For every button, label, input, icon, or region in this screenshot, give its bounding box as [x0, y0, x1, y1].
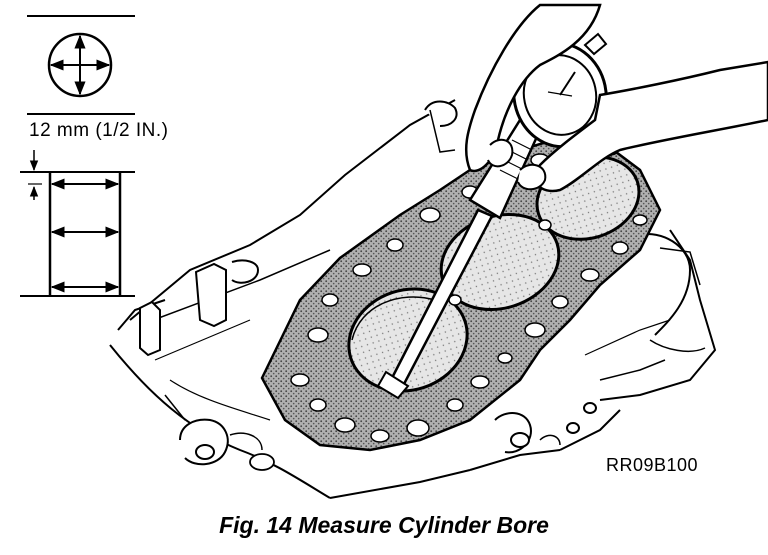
- hand: [464, 3, 768, 193]
- measurement-label: 12 mm (1/2 IN.): [29, 120, 169, 141]
- bore-side-view-inset: [20, 150, 135, 297]
- reference-code: RR09B100: [606, 455, 699, 475]
- figure-caption: Fig. 14 Measure Cylinder Bore: [219, 512, 549, 538]
- head-gasket: [260, 136, 662, 452]
- dial-bore-gauge: [376, 32, 608, 400]
- bore-top-view-inset: [27, 15, 135, 115]
- engine-block: [109, 99, 717, 499]
